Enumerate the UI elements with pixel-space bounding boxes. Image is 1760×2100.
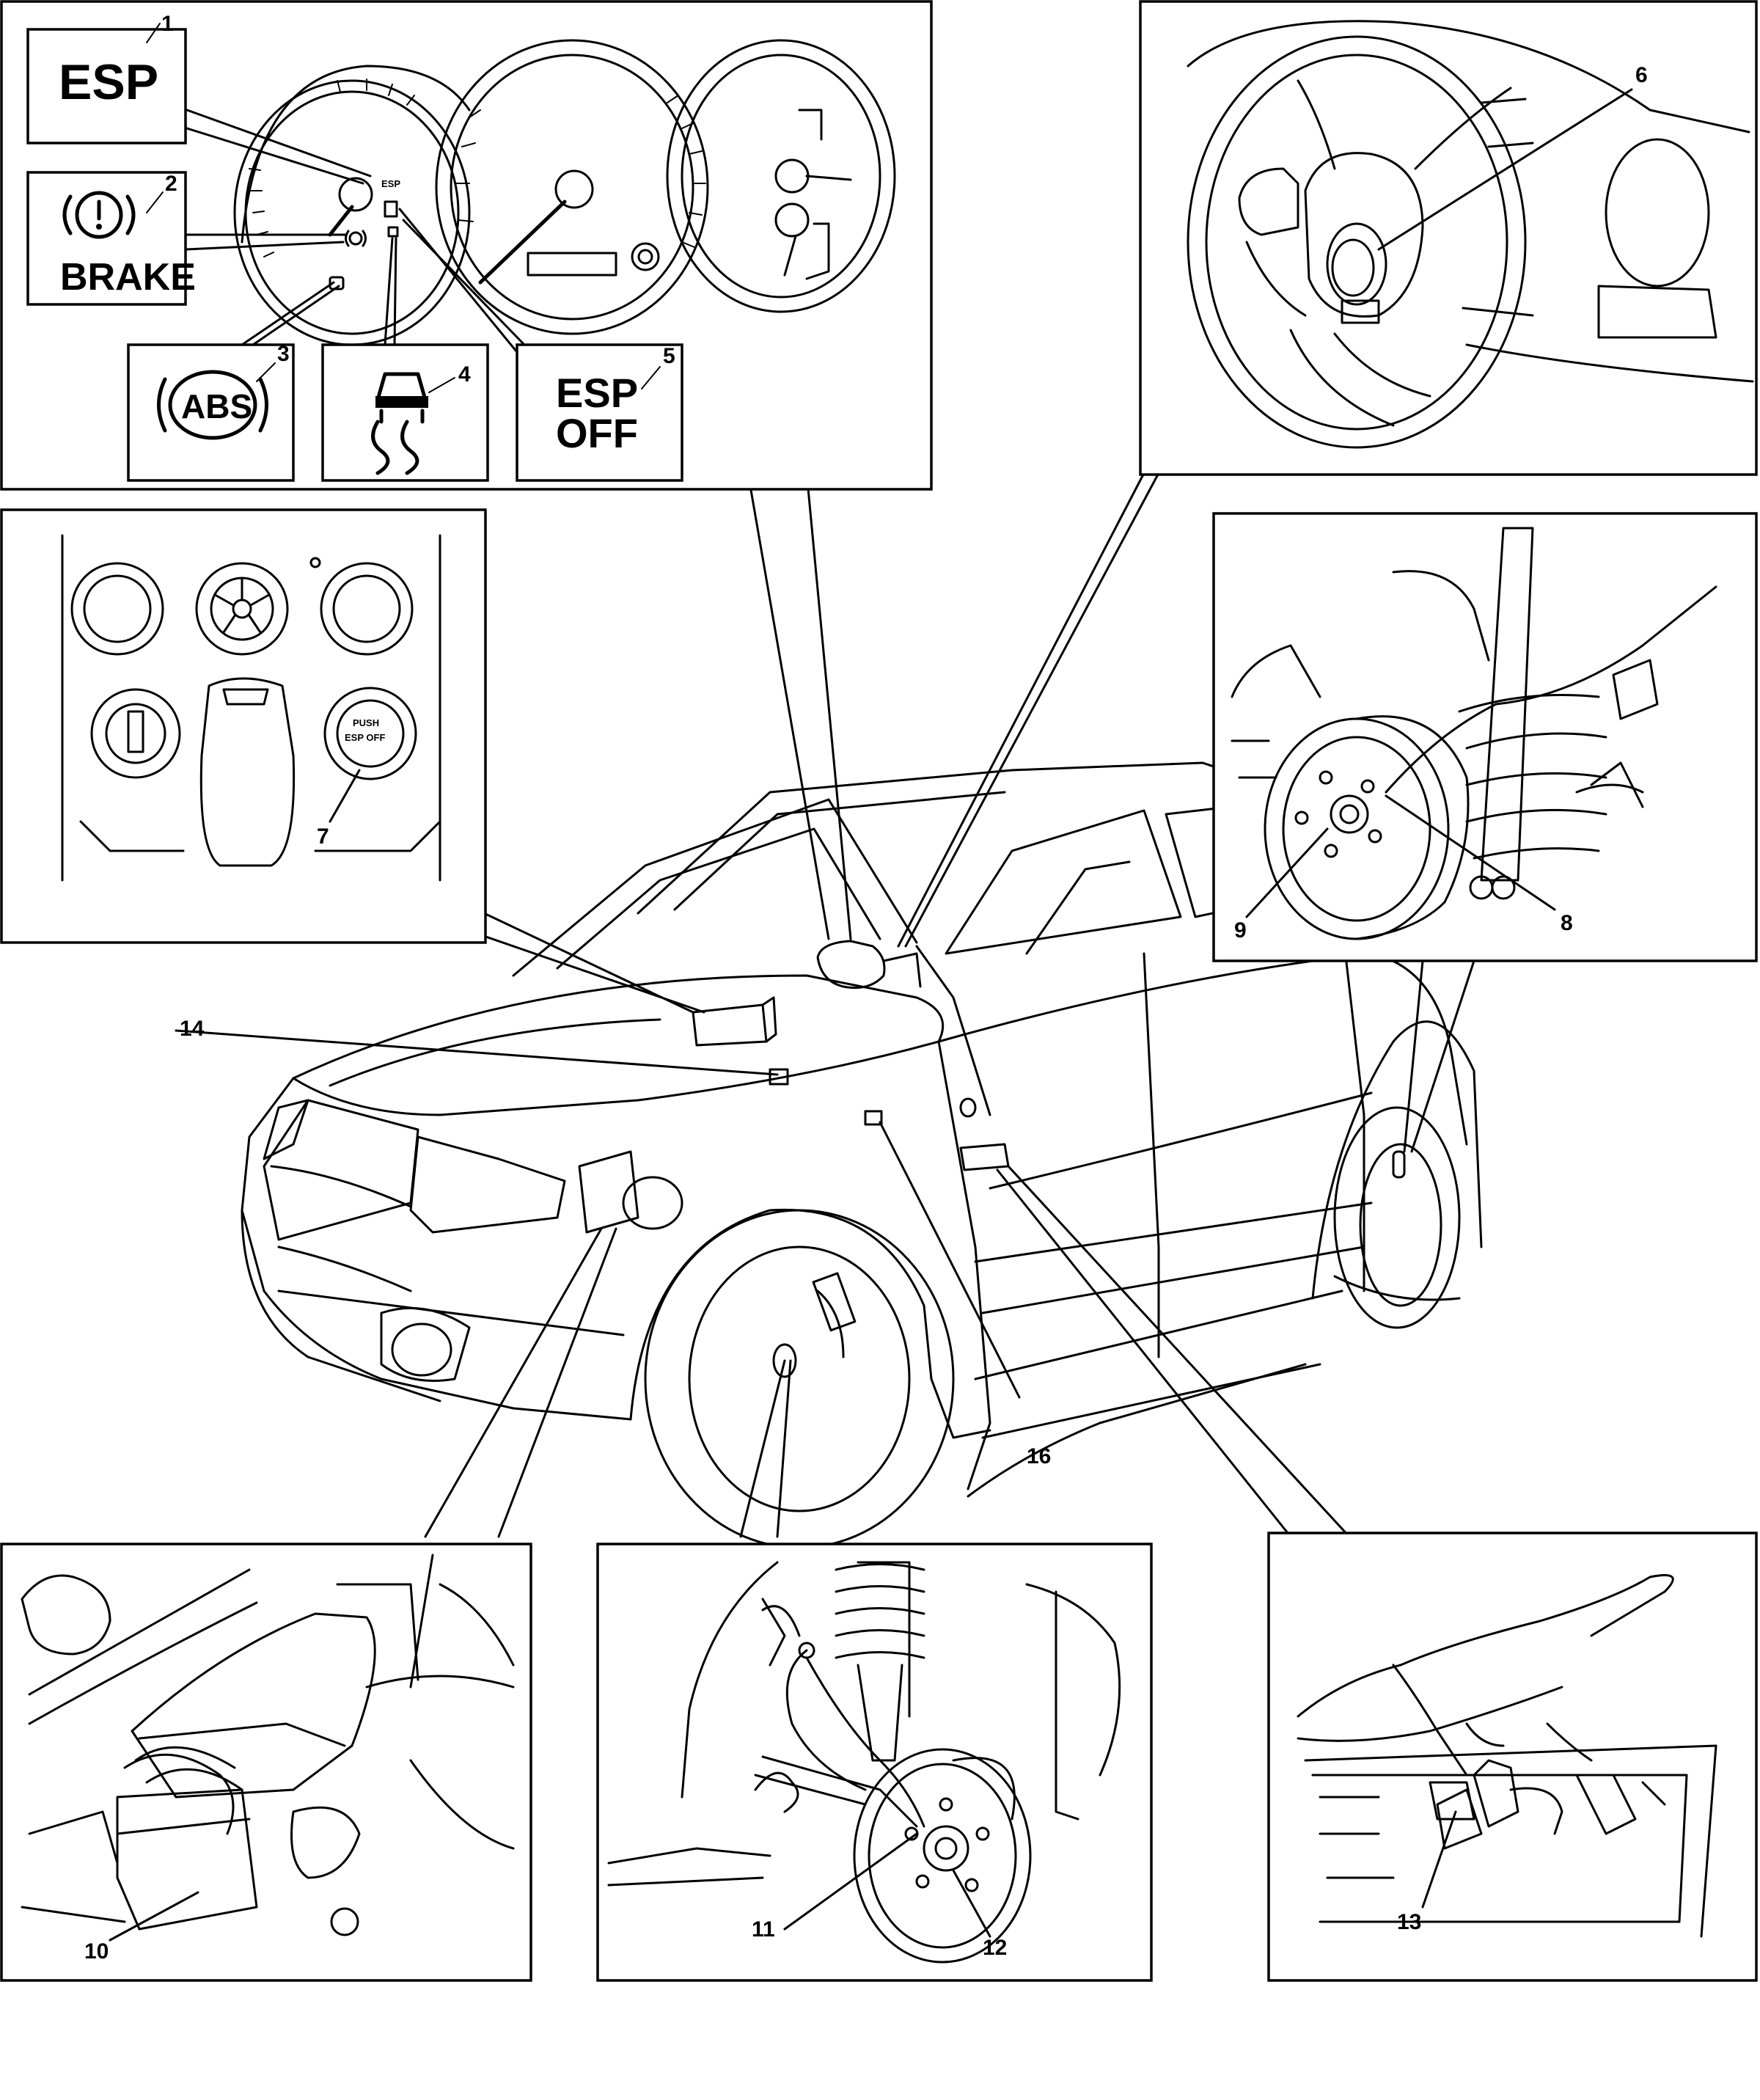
svg-text:ESP: ESP [59, 54, 158, 110]
callout-8: 8 [1561, 911, 1573, 935]
panel-esp-off-switch: PUSH ESP OFF 7 [0, 508, 487, 944]
svg-text:BRAKE: BRAKE [60, 256, 196, 299]
panel-front-wheel-sensor: 11 12 [596, 1543, 1153, 1982]
callout-3: 3 [277, 342, 290, 366]
callout-6: 6 [1635, 63, 1648, 87]
brake-warning-indicator: BRAKE 2 [26, 171, 196, 306]
panel-rear-wheel-sensor: 9 8 [1212, 512, 1758, 962]
svg-text:ABS: ABS [181, 387, 252, 425]
esp-off-indicator: ESP OFF 5 [516, 343, 683, 482]
cluster-esp-text: ESP [381, 178, 400, 189]
callout-16: 16 [1027, 1444, 1051, 1468]
callout-2: 2 [165, 172, 177, 196]
callout-1: 1 [161, 12, 174, 36]
push-esp-off-switch-line1: PUSH [353, 717, 379, 728]
leader-lines [175, 472, 1475, 1538]
callout-10: 10 [84, 1939, 109, 1964]
callout-7: 7 [317, 824, 329, 849]
push-esp-off-switch-line2: ESP OFF [345, 732, 385, 743]
svg-text:ESP: ESP [556, 370, 638, 416]
panel-instrument-cluster: ESP ESP 1 BRAKE 2 [0, 0, 933, 491]
callout-12: 12 [983, 1936, 1007, 1960]
callout-9: 9 [1234, 918, 1247, 943]
panel-esp-control-module: 13 [1267, 1532, 1758, 1982]
abs-warning-indicator: ABS 3 [127, 342, 295, 482]
instrument-cluster: ESP [233, 39, 896, 346]
callout-4: 4 [458, 362, 471, 387]
callout-13: 13 [1397, 1910, 1421, 1934]
panel-hydraulic-unit: 10 [0, 1543, 532, 1982]
slip-indicator: 4 [321, 343, 489, 482]
callout-14: 14 [180, 1017, 205, 1041]
esp-indicator: ESP 1 [26, 12, 187, 144]
callout-11: 11 [752, 1917, 775, 1942]
panel-steering-angle-sensor: 6 [1139, 0, 1758, 476]
callout-5: 5 [663, 344, 675, 368]
svg-text:OFF: OFF [556, 410, 638, 456]
